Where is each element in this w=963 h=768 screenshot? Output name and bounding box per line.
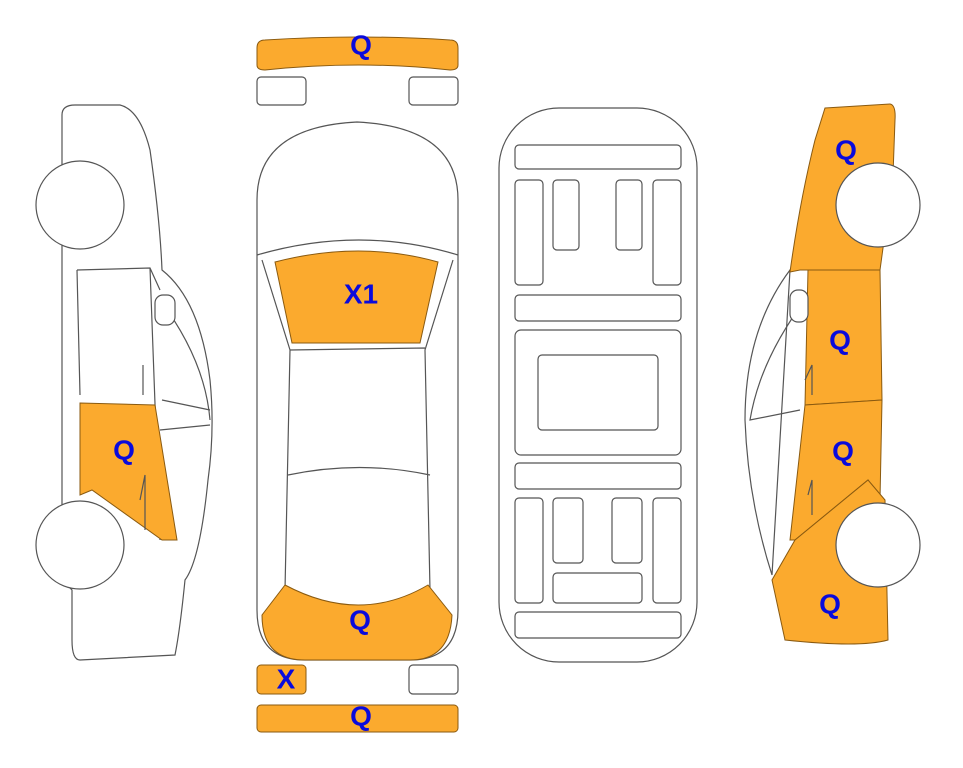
left-tail-light-damage[interactable]: [256, 664, 307, 695]
rear-area-label: Q: [349, 604, 371, 635]
front-bumper-label: Q: [350, 29, 372, 60]
right-rear-wheel: [835, 502, 921, 588]
left-rear-door-label: Q: [113, 434, 135, 465]
front-bumper-damage[interactable]: [256, 36, 459, 71]
left-side-view: Q: [35, 104, 213, 661]
left-front-wheel: [35, 160, 125, 250]
right-tail-light[interactable]: [408, 664, 459, 695]
top-view: Q X1 Q X Q: [256, 29, 459, 733]
right-side-view: Q Q Q Q: [744, 103, 921, 645]
windshield-damage[interactable]: [274, 250, 439, 344]
left-rear-door-damage[interactable]: [79, 402, 178, 541]
right-rear-door-label: Q: [832, 435, 854, 466]
underbody-view: [498, 107, 698, 663]
right-front-wheel: [835, 162, 921, 248]
left-headlight[interactable]: [256, 76, 307, 106]
right-rear-quarter-label: Q: [819, 588, 841, 619]
right-front-fender-label: Q: [835, 134, 857, 165]
rear-bumper-label: Q: [350, 700, 372, 731]
right-front-door-label: Q: [829, 324, 851, 355]
left-rear-wheel: [35, 500, 125, 590]
windshield-label: X1: [344, 278, 378, 309]
left-tail-light-label: X: [277, 663, 296, 694]
rear-bumper-damage[interactable]: [256, 704, 459, 733]
right-headlight[interactable]: [408, 76, 459, 106]
rear-window-damage[interactable]: [261, 584, 453, 661]
